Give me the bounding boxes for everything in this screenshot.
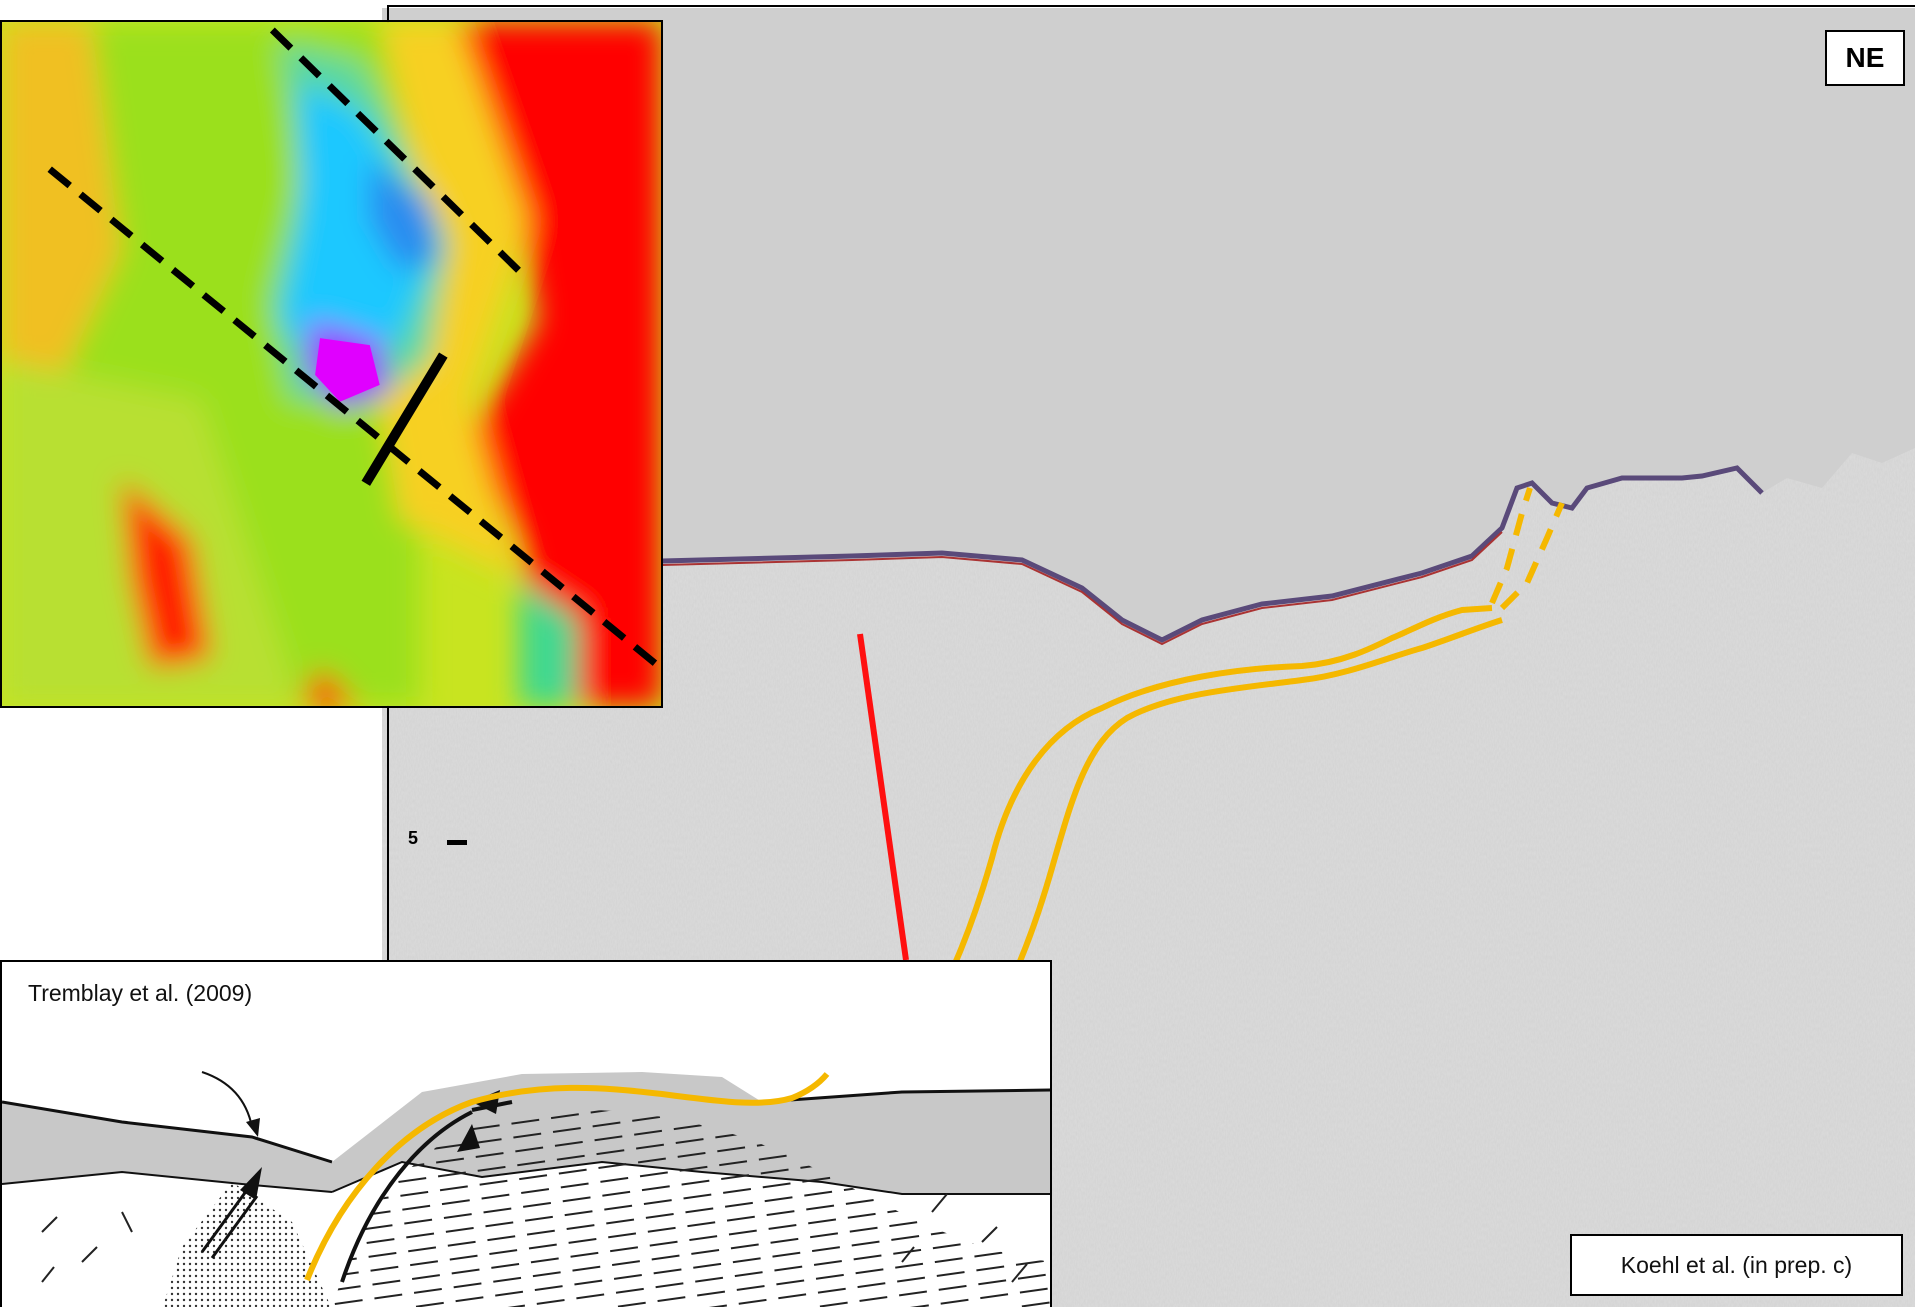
depth-tick-mark <box>447 840 467 845</box>
sediment-wedge <box>162 1182 332 1307</box>
sketch-drawing <box>2 1071 1050 1307</box>
profile-location-line <box>361 352 448 486</box>
seafloor-reflector-red <box>661 531 1503 646</box>
orange-horizon-lower-dashed <box>1499 501 1565 611</box>
orange-horizon-lower <box>949 617 1503 1082</box>
seafloor-reflector <box>661 465 1764 643</box>
depression-lowest <box>315 338 380 402</box>
conceptual-sketch-inset <box>0 960 1052 1307</box>
depth-tick-label: 5 <box>408 828 419 848</box>
orange-horizon-upper-dashed <box>1489 487 1533 605</box>
reference-label: Koehl et al. (in prep. c) <box>1570 1234 1903 1296</box>
dashed-trace-upper <box>269 27 522 274</box>
sketch-orange-fault <box>304 1072 830 1282</box>
bathymetry-map-inset <box>0 20 663 708</box>
deformed-strata <box>332 1109 1050 1307</box>
direction-label: NE <box>1825 30 1905 86</box>
red-fault <box>857 633 909 961</box>
sketch-caption: Tremblay et al. (2009) <box>28 980 253 1006</box>
dashed-trace-lower <box>47 166 661 671</box>
orange-horizon-upper <box>887 605 1493 1082</box>
